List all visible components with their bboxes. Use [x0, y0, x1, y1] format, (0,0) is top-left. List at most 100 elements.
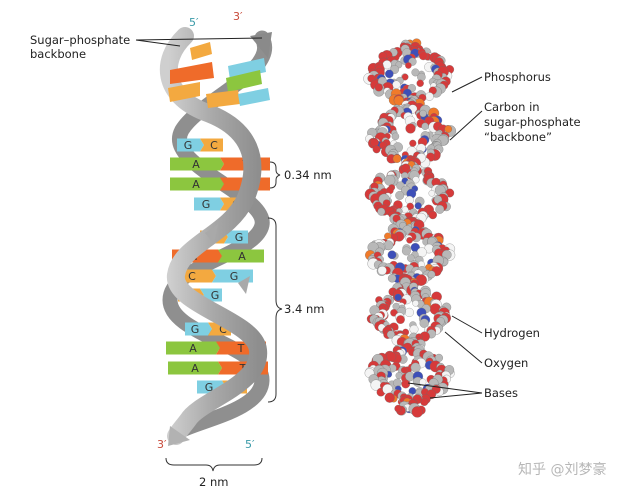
- atom: [427, 270, 436, 279]
- atom: [406, 237, 413, 244]
- atom: [384, 174, 396, 186]
- base-right: [218, 249, 264, 263]
- atom: [404, 307, 414, 317]
- atom: [392, 80, 401, 89]
- atom: [412, 176, 420, 184]
- atom: [401, 246, 411, 256]
- watermark: 知乎 @刘梦豪: [518, 461, 606, 478]
- backbone-strand-front: [159, 27, 268, 445]
- bases-pointer-2: [429, 392, 483, 399]
- base-left-letter: A: [189, 342, 197, 355]
- base-right-letter: C: [219, 323, 227, 336]
- atom: [387, 274, 397, 283]
- carbon-label-line2: sugar-phosphate: [484, 115, 581, 129]
- base-right-letter: A: [238, 250, 246, 263]
- atom: [428, 210, 437, 220]
- base-left-letter: A: [192, 178, 200, 191]
- atom: [394, 293, 402, 302]
- base-left: [170, 177, 224, 191]
- atom: [401, 379, 411, 389]
- phosphorus-pointer: [451, 76, 483, 93]
- base-right-letter: G: [230, 270, 239, 283]
- base-left: [170, 157, 224, 171]
- width-brace: [165, 457, 263, 472]
- atom: [384, 392, 395, 403]
- atom: [411, 406, 423, 418]
- atom: [374, 83, 383, 92]
- hydrogen-label: Hydrogen: [484, 326, 540, 340]
- atom: [405, 62, 412, 69]
- top-five-prime: 5′: [189, 16, 199, 29]
- base-left: [177, 138, 204, 152]
- atom: [416, 79, 424, 87]
- bottom-strand-arrowhead: [168, 426, 190, 446]
- ribbon-helix: GCATATGCCGTACGCGGCATATGC: [159, 27, 272, 446]
- base-right-letter: G: [211, 289, 220, 302]
- backbone-label-line1: Sugar–phosphate: [30, 33, 130, 47]
- rise-label: 0.34 nm: [284, 168, 332, 182]
- atom: [425, 92, 434, 101]
- atom: [421, 122, 429, 130]
- pitch-brace: [267, 217, 283, 403]
- atom: [394, 404, 402, 413]
- base-left: [185, 322, 212, 336]
- base-right-letter: G: [235, 231, 244, 244]
- atom: [392, 154, 402, 163]
- base-right-letter: C: [210, 139, 218, 152]
- pitch-label: 3.4 nm: [284, 302, 324, 316]
- phosphorus-label: Phosphorus: [484, 70, 551, 84]
- atom: [396, 315, 405, 324]
- atom: [386, 351, 397, 362]
- atom: [410, 362, 421, 373]
- atom: [435, 204, 445, 214]
- base-right: [224, 230, 248, 244]
- backbone-pointer-2: [135, 37, 263, 41]
- atom: [386, 330, 395, 339]
- atom: [377, 265, 387, 276]
- bottom-three-prime: 3′: [157, 438, 167, 451]
- base-right: [212, 269, 253, 283]
- top-three-prime: 3′: [233, 10, 243, 23]
- atom: [409, 139, 417, 147]
- atom: [405, 123, 416, 134]
- base-left-letter: C: [188, 270, 196, 283]
- rise-brace: [269, 161, 281, 189]
- middle-strand-arrow-2: [238, 276, 250, 294]
- atom: [395, 190, 405, 200]
- atom: [387, 250, 397, 260]
- atom: [400, 366, 408, 374]
- hydrogen-pointer: [451, 315, 483, 334]
- atom: [428, 190, 436, 197]
- middle-strand-arrow-1: [205, 224, 218, 244]
- oxygen-label: Oxygen: [484, 356, 528, 370]
- carbon-pointer: [449, 110, 483, 141]
- base-left-letter: G: [184, 139, 193, 152]
- width-label: 2 nm: [199, 475, 228, 489]
- top-bases-fan: [168, 42, 270, 108]
- backbone-pointer-1: [135, 39, 181, 47]
- carbon-label-line3: “backbone”: [484, 130, 552, 144]
- atom: [401, 73, 409, 81]
- atom: [444, 125, 453, 133]
- base-left: [194, 197, 224, 211]
- bottom-five-prime: 5′: [245, 438, 255, 451]
- atom: [401, 206, 409, 214]
- atom: [418, 51, 428, 61]
- atom: [407, 254, 415, 263]
- base-left: [166, 341, 220, 355]
- atom: [409, 324, 419, 334]
- atom: [411, 68, 420, 77]
- base-right-letter: T: [237, 342, 245, 355]
- atom: [416, 247, 427, 258]
- oxygen-pointer: [444, 331, 483, 364]
- atom: [372, 145, 381, 154]
- base-left: [168, 361, 222, 375]
- atom: [391, 132, 400, 141]
- bases-label: Bases: [484, 386, 518, 400]
- atom: [419, 109, 427, 118]
- atom: [412, 300, 419, 307]
- base-left-letter: G: [202, 198, 211, 211]
- atom: [414, 202, 422, 210]
